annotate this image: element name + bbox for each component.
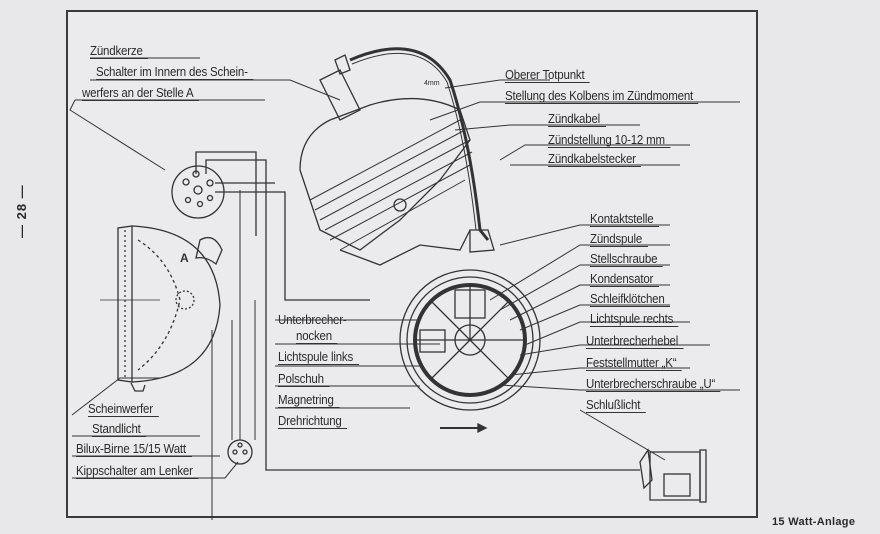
headlamp-marker-a: A: [180, 251, 189, 265]
label-magnetring: Magnetring: [278, 393, 340, 408]
label-kippschalter: Kippschalter am Lenker: [76, 464, 199, 479]
label-schalter-line2: werfers an der Stelle A: [82, 86, 199, 101]
label-unterbrecherhebel: Unterbrecherhebel: [586, 334, 684, 349]
switch-socket-drawing: [171, 151, 640, 471]
footer-caption: 15 Watt-Anlage: [772, 516, 856, 528]
label-unterbrecherschraube: Unterbrecherschraube „U“: [586, 377, 721, 392]
label-drehrichtung: Drehrichtung: [278, 414, 348, 429]
magneto-drawing: [399, 269, 541, 434]
label-bilux-birne: Bilux-Birne 15/15 Watt: [76, 442, 192, 457]
label-feststellmutter: Feststellmutter „K“: [586, 356, 682, 371]
headlamp-drawing: [100, 225, 223, 392]
ignition-cable: [349, 47, 490, 241]
label-zuendstellung: Zündstellung 10-12 mm: [548, 133, 671, 148]
dimension-4mm: 4mm: [424, 80, 440, 87]
label-zuendkerze: Zündkerze: [90, 44, 149, 59]
label-zuendkabelstecker: Zündkabelstecker: [548, 152, 642, 167]
label-standlicht: Standlicht: [92, 422, 147, 437]
label-scheinwerfer: Scheinwerfer: [88, 402, 159, 417]
label-schleifkloetchen: Schleifklötchen: [590, 292, 671, 307]
label-zuendkabel: Zündkabel: [548, 112, 606, 127]
label-kontaktstelle: Kontaktstelle: [590, 212, 659, 227]
tail-light-drawing: [639, 448, 707, 503]
label-schlusslicht: Schlußlicht: [586, 398, 646, 413]
engine-cylinder-drawing: [299, 54, 473, 266]
label-unterbrechernocken-line2: nocken: [296, 329, 338, 344]
label-unterbrechernocken-line1: Unterbrecher-: [278, 313, 347, 327]
leader-lines: [69, 57, 740, 479]
label-lichtspule-rechts: Lichtspule rechts: [590, 312, 679, 327]
diagram-frame: [66, 10, 758, 518]
label-stellschraube: Stellschraube: [590, 252, 663, 267]
label-zuendspule: Zündspule: [590, 232, 648, 247]
handlebar-switch-drawing: [227, 439, 253, 465]
label-kondensator: Kondensator: [590, 272, 659, 287]
label-stellung-kolben: Stellung des Kolbens im Zündmoment: [505, 89, 699, 104]
label-lichtspule-links: Lichtspule links: [278, 350, 359, 365]
label-schalter-line1: Schalter im Innern des Schein-: [96, 65, 254, 80]
label-polschuh: Polschuh: [278, 372, 330, 387]
page-number: — 28 —: [14, 184, 29, 238]
label-oberer-totpunkt: Oberer Totpunkt: [505, 68, 591, 83]
